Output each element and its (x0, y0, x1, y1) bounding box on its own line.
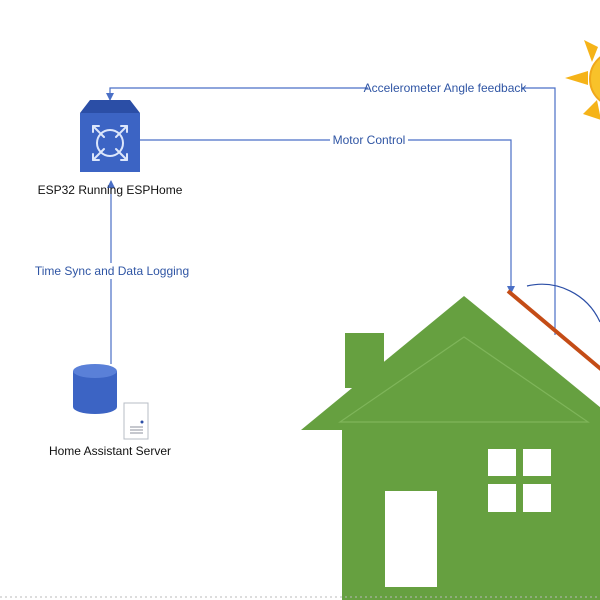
edge-label-bg (38, 263, 186, 279)
edge-angle-feedback: Accelerometer Angle feedback (106, 80, 556, 335)
edge-label-angle-feedback: Accelerometer Angle feedback (364, 81, 528, 95)
sun-icon (565, 40, 600, 120)
edge-label-motor-control: Motor Control (333, 133, 406, 147)
edge-motor-control: Motor Control (140, 132, 515, 294)
roof-inner-outline (338, 336, 590, 423)
esp32-node[interactable]: ESP32 Running ESPHome (38, 100, 183, 197)
house-door (385, 491, 437, 587)
chip-top (80, 100, 140, 113)
roof (301, 296, 600, 430)
server-node[interactable]: Home Assistant Server (49, 364, 171, 458)
server-label: Home Assistant Server (49, 444, 171, 458)
connector-line (106, 87, 556, 335)
edge-label-bg (330, 132, 408, 148)
edge-time-sync: Time Sync and Data Logging (35, 180, 189, 364)
connector-line (140, 139, 515, 294)
sun-ray (583, 100, 600, 120)
sun-ray (584, 40, 598, 62)
house-window (488, 449, 551, 512)
database-icon (73, 364, 117, 414)
sun-ray (565, 71, 588, 85)
house-icon (301, 296, 600, 600)
chip-icon (92, 125, 128, 161)
house-body (342, 428, 600, 600)
edge-label-bg (368, 80, 522, 96)
esp32-label: ESP32 Running ESPHome (38, 183, 183, 197)
solar-panel (506, 283, 600, 371)
sun-body (589, 56, 600, 102)
chip-body (80, 113, 140, 172)
server-box-icon (123, 402, 149, 440)
solar-panel-bar (506, 289, 600, 371)
tilt-angle-arc (526, 283, 600, 323)
edge-label-time-sync: Time Sync and Data Logging (35, 264, 189, 278)
